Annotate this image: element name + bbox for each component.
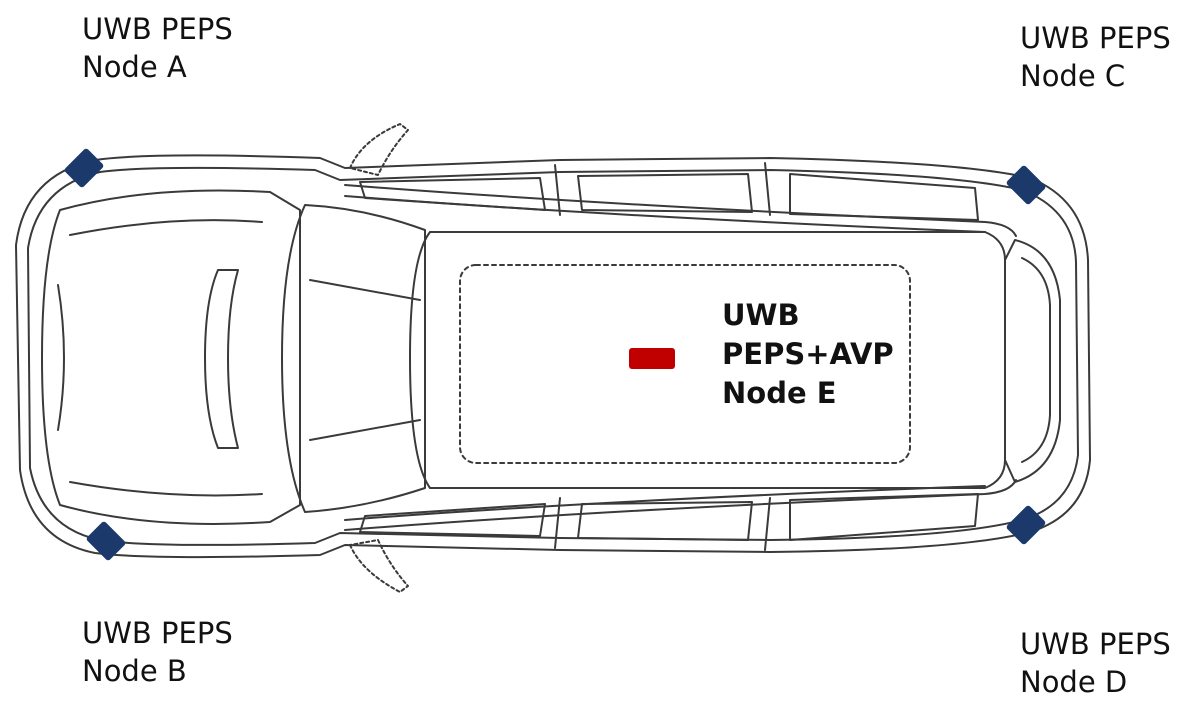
door-seam-bottom-1 [554,497,561,549]
roof-rail-top [344,184,1017,237]
node-b-label-line1: UWB PEPS [82,616,233,650]
door-seam-bottom-2 [764,497,771,551]
windshield-line-1 [309,279,421,301]
node-b-label-line2: Node B [82,654,187,688]
door-seam-top-1 [554,164,561,216]
side-window-bottom-3 [789,493,979,541]
uwb-node-a-marker [64,148,104,188]
hood-line-left [57,284,65,431]
node-d-label-line1: UWB PEPS [1020,627,1171,661]
node-e-label-line1: UWB [722,298,800,332]
hood-crease-top [69,219,263,236]
rear-window [1004,239,1061,483]
node-e-label: UWB PEPS+AVP Node E [722,296,894,413]
mirror-top [349,123,409,176]
side-window-top-1 [359,177,546,211]
node-b-label: UWB PEPS Node B [82,614,233,690]
roof-rail-bottom-inner [344,485,986,521]
roof-rail-top-inner [344,195,986,233]
rear-window-inner [1021,257,1051,463]
node-a-label: UWB PEPS Node A [82,10,233,86]
node-c-label-line2: Node C [1020,59,1126,93]
mirror-bottom [349,539,409,593]
uwb-node-c-marker [1006,165,1046,205]
uwb-node-b-marker [86,521,126,561]
node-c-label-line1: UWB PEPS [1020,21,1171,55]
node-a-label-line1: UWB PEPS [82,12,233,46]
windshield [281,204,426,513]
roof-outline [409,231,1006,489]
windshield-line-2 [309,419,421,441]
roof-rail-bottom [344,479,1017,531]
hood-vent [204,269,239,449]
node-d-label: UWB PEPS Node D [1020,625,1171,701]
sunroof [459,264,911,464]
side-window-bottom-1 [359,503,546,537]
node-e-label-line3: Node E [722,376,837,410]
node-a-label-line2: Node A [82,50,187,84]
hood-outline [41,189,301,525]
door-seam-top-2 [764,162,771,216]
node-d-label-line2: Node D [1020,665,1128,699]
uwb-node-d-marker [1006,505,1046,545]
side-window-bottom-2 [577,501,753,541]
side-window-top-3 [789,173,979,221]
node-c-label: UWB PEPS Node C [1020,19,1171,95]
uwb-node-e-marker [629,348,675,369]
node-e-label-line2: PEPS+AVP [722,337,894,371]
side-window-top-2 [577,173,753,213]
hood-crease-bottom [69,481,263,497]
